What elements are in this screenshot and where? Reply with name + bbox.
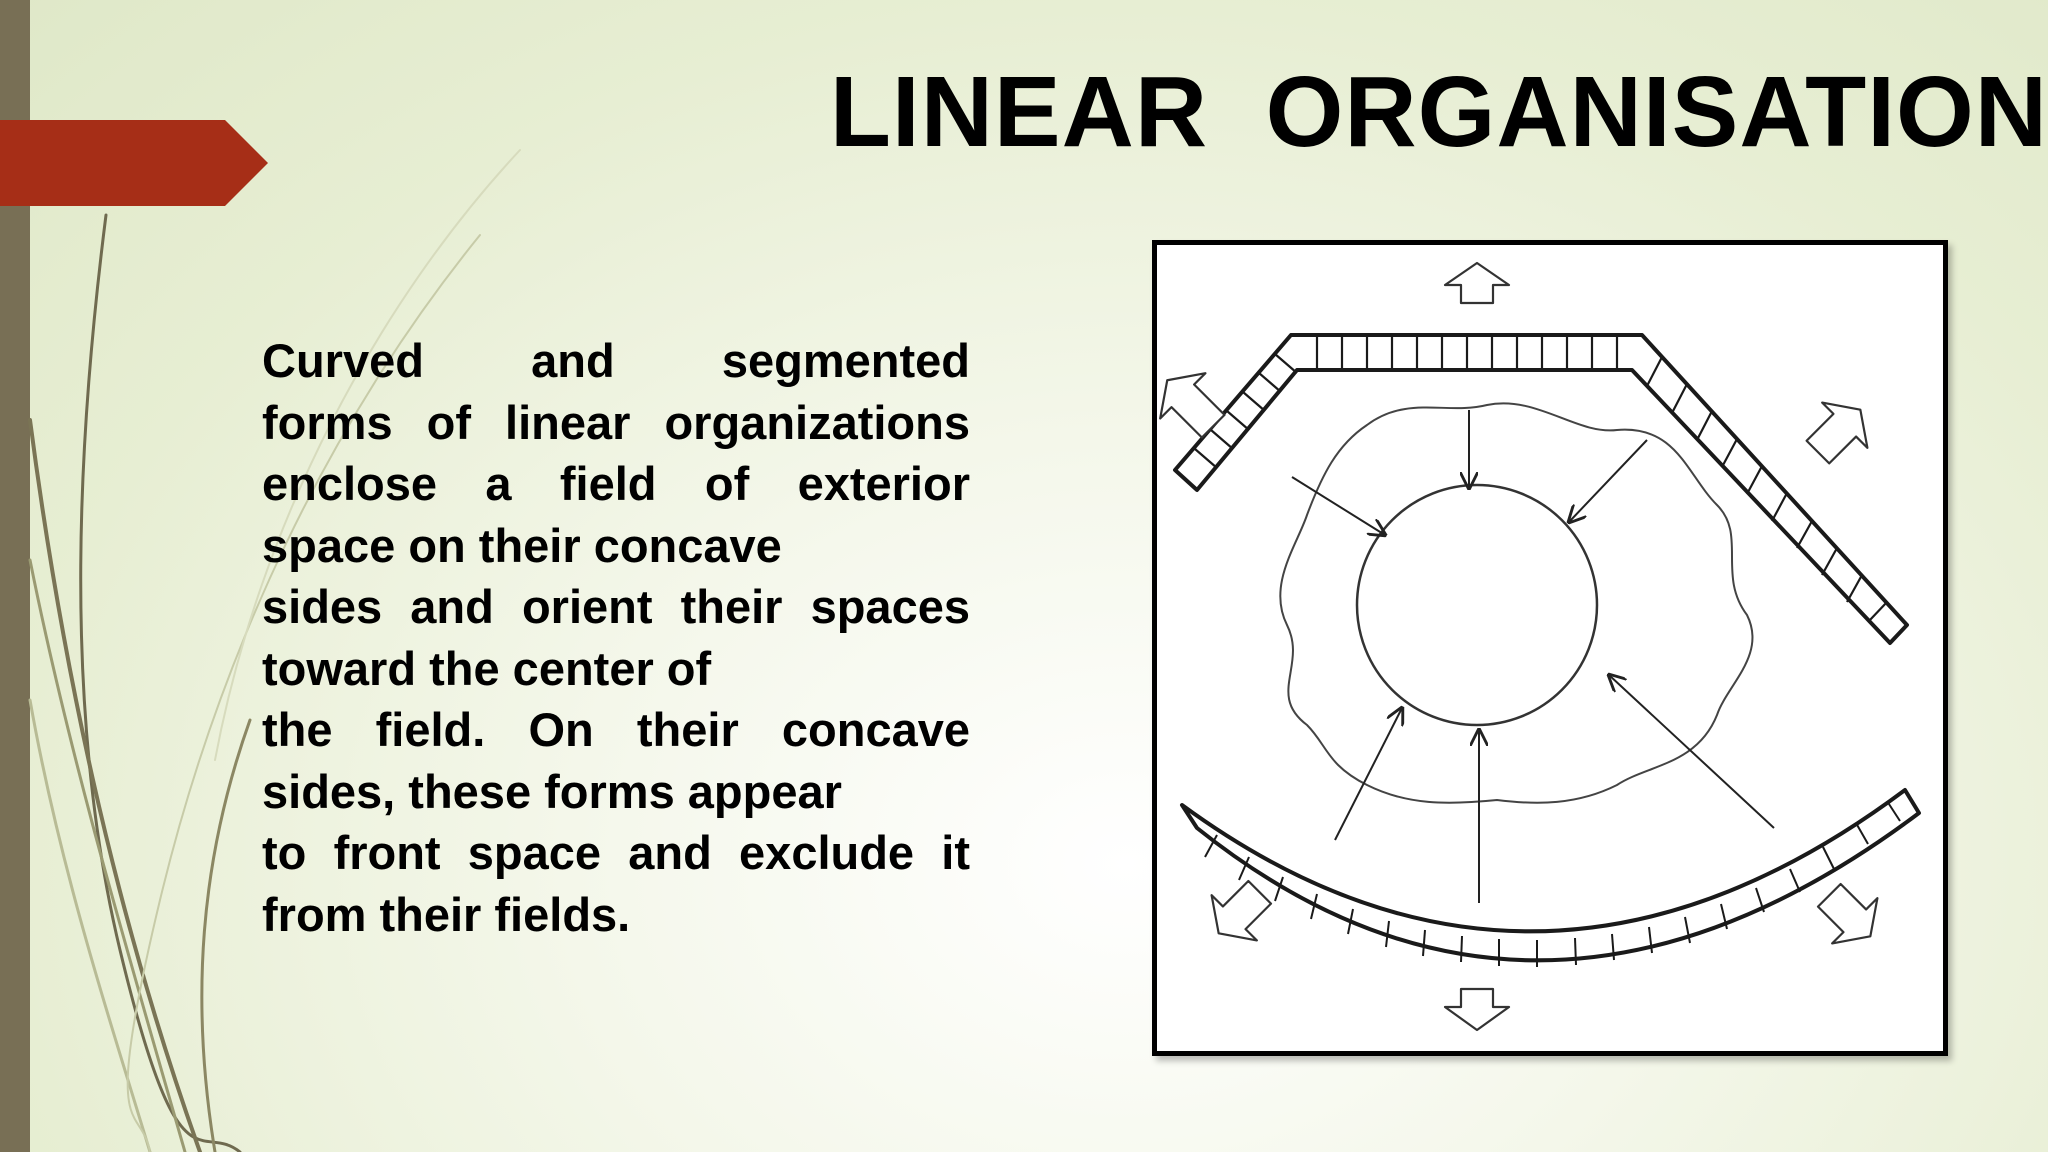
body-line: enclose a field of exterior [262,457,970,510]
slide-body-text: Curved and segmented forms of linear org… [262,330,970,945]
curved-linear-form [1180,788,1921,967]
body-line: forms of linear organizations [262,395,970,449]
inward-arrows [1291,410,1775,903]
body-line: sides and orient their spaces [262,580,970,633]
arrow-lower-left-icon [1210,879,1273,942]
title-banner-arrow [0,120,268,206]
arrow-lower-right-icon [1816,882,1879,945]
central-field-circle [1355,483,1599,727]
diagram-canvas [1159,261,1921,1032]
arrow-down-icon [1443,987,1511,1032]
linear-organisation-diagram [1152,240,1948,1056]
arrow-upper-right-icon [1805,401,1869,465]
body-line: toward the center of [262,641,712,695]
body-line: sides, these forms appear [262,764,842,818]
arrow-up-icon [1443,261,1511,305]
body-line: from their fields. [262,887,631,941]
body-line: space on their concave [262,518,782,572]
body-line: the field. On their concave [262,703,970,756]
arrow-upper-left-icon [1159,372,1226,439]
slide-title: LINEAR ORGANISATION [829,56,2048,168]
body-line: Curved and segmented [262,334,970,387]
segmented-linear-form [1173,333,1909,645]
body-line: to front space and exclude it [262,826,970,879]
exterior-field-outline [1279,402,1754,804]
